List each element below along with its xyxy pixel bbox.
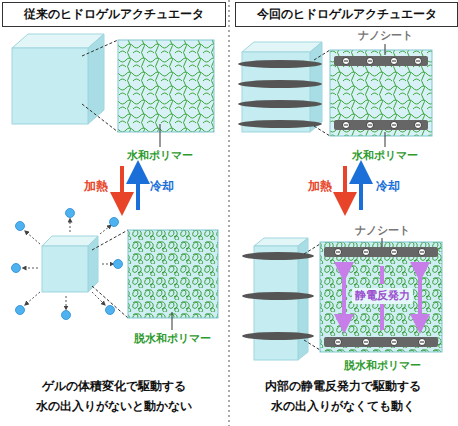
zoom-dehydrated xyxy=(320,242,442,352)
nanosheet-gel xyxy=(238,42,322,132)
water-drops xyxy=(24,220,112,308)
header-text: 従来のヒドロゲルアクチュエータ xyxy=(7,6,221,23)
shrunk-gel-cube xyxy=(42,236,98,292)
caption-text: 水の出入りがなくても動く xyxy=(271,400,415,413)
panel-header: 今回のヒドロゲルアクチュエータ xyxy=(235,2,458,27)
force-label: 静電反発力 xyxy=(352,288,413,304)
polymer-label: 水和ポリマー xyxy=(127,150,193,162)
repulsion-arrows xyxy=(344,266,420,330)
panel-header: 従来のヒドロゲルアクチュエータ xyxy=(2,2,226,27)
polymer-label: 脱水和ポリマー xyxy=(344,360,421,372)
nanosheet-label: ナノシート xyxy=(358,30,413,42)
cool-label: 冷却 xyxy=(150,180,174,193)
polymer-label: 水和ポリマー xyxy=(352,150,418,162)
cool-label: 冷却 xyxy=(376,180,400,193)
zoom-dehydrated xyxy=(128,230,218,318)
nanosheet-label: ナノシート xyxy=(355,225,410,237)
elongated-gel xyxy=(242,238,314,360)
polymer-label: 脱水和ポリマー xyxy=(134,333,211,345)
caption-text: 水の出入りがないと動かない xyxy=(36,400,192,413)
heat-label: 加熱 xyxy=(308,180,332,193)
caption-text: ゲルの体積変化で駆動する xyxy=(42,380,186,393)
zoom-hydrated xyxy=(118,40,214,132)
heat-label: 加熱 xyxy=(84,180,108,193)
caption-text: 内部の静電反発力で駆動する xyxy=(265,380,421,393)
header-text: 今回のヒドロゲルアクチュエータ xyxy=(240,6,453,23)
nanosheet-bar xyxy=(334,56,428,130)
nanosheet-bar xyxy=(324,247,438,347)
zoom-hydrated xyxy=(330,50,432,136)
